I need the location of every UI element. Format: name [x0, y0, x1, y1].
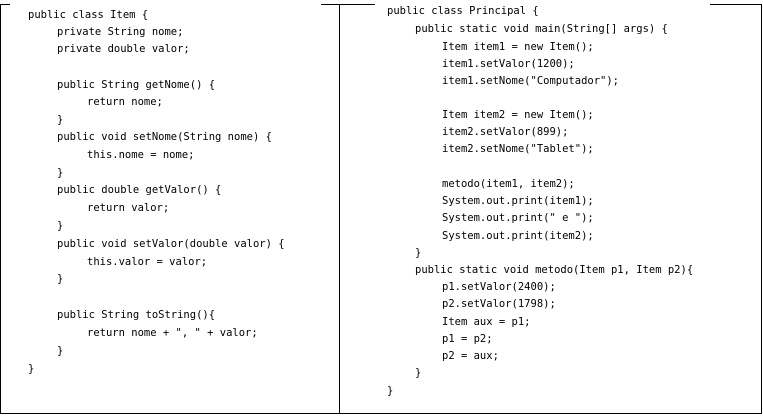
code-line: }	[28, 363, 35, 375]
code-line: item2.setValor(899);	[442, 126, 569, 138]
code-line: item2.setNome("Tablet");	[442, 143, 594, 155]
code-line: }	[387, 385, 394, 397]
code-line: }	[57, 167, 64, 179]
code-line: public double getValor() {	[57, 184, 222, 196]
code-line: private double valor;	[57, 43, 190, 55]
code-table	[0, 4, 762, 414]
code-line: }	[57, 220, 64, 232]
code-line: public class Principal {	[387, 5, 539, 17]
code-line: Item aux = p1;	[442, 316, 531, 328]
code-line: Item item2 = new Item();	[442, 109, 594, 121]
code-line: p1.setValor(2400);	[442, 281, 556, 293]
code-line: p2 = aux;	[442, 350, 499, 362]
code-line: item1.setValor(1200);	[442, 58, 575, 70]
code-line: this.valor = valor;	[87, 256, 208, 268]
code-line: this.nome = nome;	[87, 149, 195, 161]
code-line: }	[57, 273, 64, 285]
code-line: public static void metodo(Item p1, Item …	[415, 264, 694, 276]
code-line: p2.setValor(1798);	[442, 298, 556, 310]
code-line: }	[57, 345, 64, 357]
code-line: public class Item {	[28, 9, 149, 21]
code-line: public String getNome() {	[57, 79, 216, 91]
column-divider	[339, 4, 340, 414]
code-line: }	[415, 247, 422, 259]
code-line: System.out.print(item2);	[442, 230, 594, 242]
code-line: }	[57, 114, 64, 126]
table-top-border-middle	[321, 4, 375, 5]
code-line: System.out.print(item1);	[442, 195, 594, 207]
code-line: p1 = p2;	[442, 333, 493, 345]
code-line: Item item1 = new Item();	[442, 41, 594, 53]
code-line: metodo(item1, item2);	[442, 178, 575, 190]
code-line: public void setNome(String nome) {	[57, 131, 272, 143]
code-line: private String nome;	[57, 26, 184, 38]
table-top-border-right	[710, 4, 762, 5]
code-line: return valor;	[87, 202, 170, 214]
code-line: public void setValor(double valor) {	[57, 238, 285, 250]
code-line: return nome;	[87, 96, 163, 108]
code-line: System.out.print(" e ");	[442, 212, 594, 224]
code-line: public static void main(String[] args) {	[415, 23, 668, 35]
code-line: }	[415, 367, 422, 379]
code-line: return nome + ", " + valor;	[87, 327, 258, 339]
code-line: public String toString(){	[57, 309, 216, 321]
code-line: item1.setNome("Computador");	[442, 75, 620, 87]
table-top-border-left	[0, 4, 10, 5]
